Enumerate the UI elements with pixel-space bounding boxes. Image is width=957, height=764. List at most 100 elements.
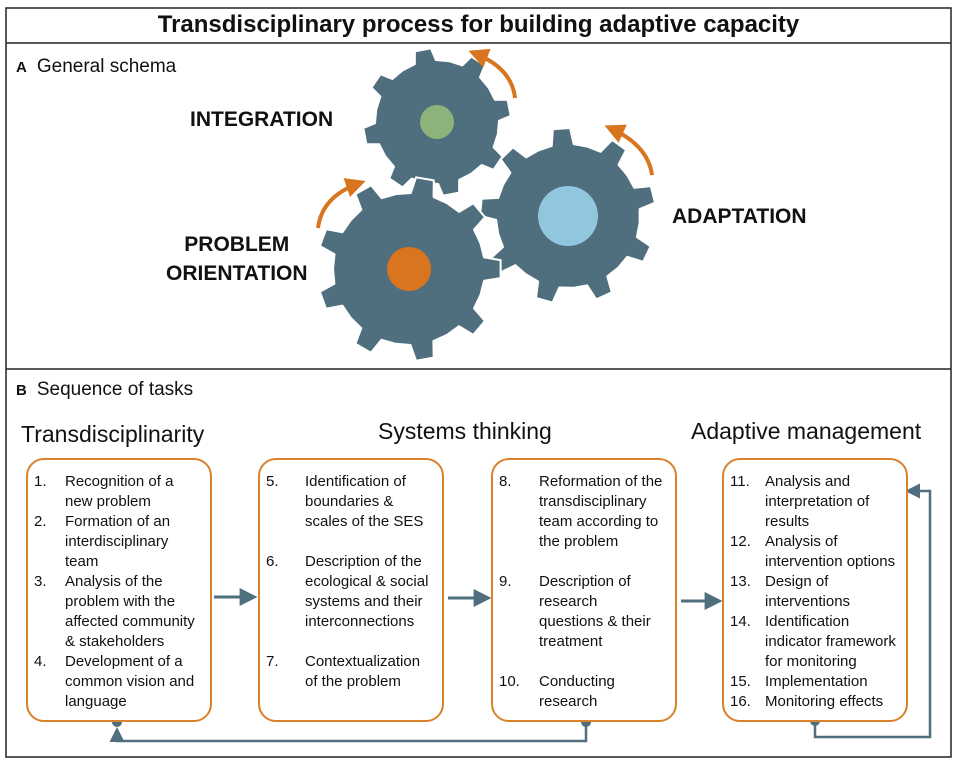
task-text-line: interdisciplinary [65,533,169,550]
integration-rotation-arrow [468,48,517,99]
problem-rotation-arrow [316,178,366,229]
task-number: 11. [730,473,750,490]
task-text-line: Analysis of the [65,573,163,590]
panel-b-title: Sequence of tasks [36,379,194,400]
task-text-line: intervention options [765,553,896,570]
task-number: 2. [34,513,47,530]
task-text-line: common vision and [65,673,195,690]
task-text-line: Monitoring effects [765,693,884,710]
task-item: 11. Analysis and interpretation of results [730,472,900,532]
task-number: 6. [266,553,279,570]
task-text-line: Conducting [539,673,615,690]
task-text-line: Implementation [765,673,868,690]
task-text-line: boundaries & [305,493,394,510]
task-box-1: 1. Recognition of a new problem 2. Formation… [26,458,212,722]
figure-title: Transdisciplinary process for building a… [157,11,800,38]
task-text-line: Formation of an [65,513,171,530]
task-item: 5. Identification of boundaries & scales of… [266,472,436,532]
task-text-line: Development of a [65,653,183,670]
task-text-line: Design of [765,573,829,590]
panel-a-letter: A [16,59,27,76]
task-list-2: 5. Identification of boundaries & scales of… [260,460,442,692]
task-text-line: indicator framework [765,633,896,650]
adaptation-label: ADAPTATION [672,205,807,228]
task-text-line: results [765,513,810,530]
task-text-line: Recognition of a [65,473,174,490]
task-list-1: 1. Recognition of a new problem 2. Formation… [28,460,210,712]
feedback-loop-box3-to-box1 [109,722,588,743]
task-item: 6. Description of the ecological & social s… [266,552,436,632]
integration-hub [420,105,454,139]
task-item: 10. Conducting research [499,672,669,712]
task-text-line: systems and their [305,593,423,610]
task-number: 4. [34,653,47,670]
task-text-line: Analysis of [765,533,838,550]
adaptation-hub [538,186,598,246]
stage-transdisciplinarity: Transdisciplinarity [21,421,205,447]
task-item: 12. Analysis of intervention options [730,532,900,572]
task-item: 16. Monitoring effects [730,692,900,712]
task-text-line: language [65,693,127,710]
task-text-line: research [539,593,598,610]
task-text-line: Analysis and [765,473,851,490]
problem-label-line2: ORIENTATION [166,262,308,285]
task-item: 14. Identification indicator framework for … [730,612,900,672]
panel-a-title: General schema [36,56,177,77]
task-text-line: new problem [65,493,151,510]
task-text-line: team [65,553,99,570]
task-text-line: Identification of [305,473,406,490]
task-number: 10. [499,673,520,690]
outer-border [5,7,952,758]
panel-b-label: B Sequence of tasks [16,379,193,401]
task-text-line: the problem [539,533,619,550]
stage-systems-thinking: Systems thinking [378,418,552,444]
problem-label-line1: PROBLEM [184,233,290,256]
task-text-line: scales of the SES [305,513,424,530]
task-text-line: transdisciplinary [539,493,647,510]
task-text-line: questions & their [539,613,651,630]
task-text-line: treatment [539,633,603,650]
task-text-line: for monitoring [765,653,857,670]
task-number: 5. [266,473,279,490]
adaptation-gear [479,127,656,304]
task-text-line: research [539,693,598,710]
task-box-2: 5. Identification of boundaries & scales of… [258,458,444,722]
task-number: 12. [730,533,751,550]
task-number: 3. [34,573,47,590]
panel-b-letter: B [16,382,27,399]
task-item: 2. Formation of an interdisciplinary team [34,512,204,572]
task-text-line: problem with the [65,593,176,610]
task-text-line: Contextualization [305,653,421,670]
task-item: 1. Recognition of a new problem [34,472,204,512]
task-item: 3. Analysis of the problem with the affecte… [34,572,204,652]
task-text-line: Identification [765,613,850,630]
task-number: 13. [730,573,751,590]
task-number: 1. [34,473,47,490]
task-item: 7. Contextualization of the problem [266,652,436,692]
task-text-line: & stakeholders [65,633,165,650]
task-number: 14. [730,613,751,630]
task-text-line: affected community [65,613,195,630]
task-text-line: Reformation of the [539,473,663,490]
adaptive-management-loop [813,483,932,739]
integration-label: INTEGRATION [190,108,334,131]
task-text-line: of the problem [305,673,401,690]
problem-orientation-hub [387,247,431,291]
panel-a-label: A General schema [16,56,176,78]
task-text-line: ecological & social [305,573,429,590]
task-text-line: interpretation of [765,493,870,510]
task-number: 8. [499,473,512,490]
task-number: 7. [266,653,279,670]
task-item: 4. Development of a common vision and langu… [34,652,204,712]
task-number: 16. [730,693,751,710]
task-text-line: Description of the [305,553,422,570]
task-text-line: interventions [765,593,851,610]
stage-adaptive-management: Adaptive management [691,418,922,444]
task-item: 15.Implementation [730,672,900,692]
